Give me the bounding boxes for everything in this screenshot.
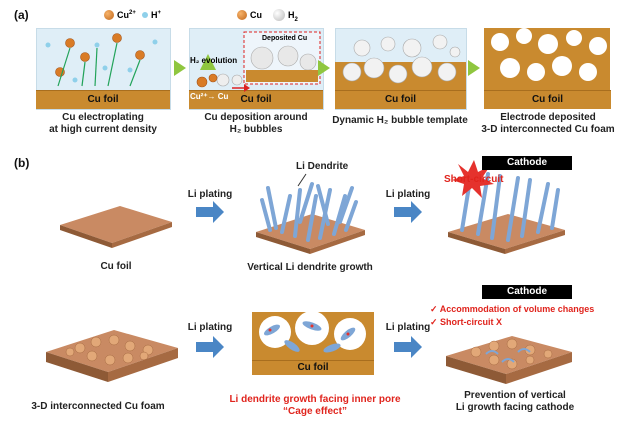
- dendrite-pointer: [297, 173, 307, 187]
- li-plating-arrow-2: [394, 201, 422, 223]
- cu-reaction-label: Cu²⁺→ Cu: [190, 92, 229, 101]
- process-arrow-2: [318, 60, 330, 76]
- li-plating-label-4: Li plating: [385, 322, 431, 333]
- h-ion-icon: [142, 12, 148, 18]
- cu-foil-1: Cu foil: [36, 90, 170, 109]
- benefit-volume: ✓ Accommodation of volume changes: [430, 304, 595, 314]
- li-plating-arrow-4: [394, 336, 422, 358]
- process-arrow-3: [468, 60, 480, 76]
- cathode-bar-2: Cathode: [482, 285, 572, 299]
- foam-texture: [65, 334, 154, 366]
- li-plating-arrow-1: [196, 201, 224, 223]
- cage-effect-caption: Li dendrite growth facing inner pore“Cag…: [229, 394, 401, 417]
- cu-foam-caption: 3-D interconnected Cu foam: [31, 401, 165, 412]
- li-plating-label-2: Li plating: [385, 189, 431, 200]
- deposited-cu-label: Deposited Cu: [262, 35, 308, 42]
- cu-foil-caption: Cu foil: [100, 261, 132, 272]
- cu-foam-structure: [484, 28, 610, 90]
- panel-a-tag: (a): [14, 8, 29, 22]
- panel-b-tag: (b): [14, 156, 30, 170]
- cu-atom-icon: [237, 10, 247, 20]
- prevention-slab-top: [446, 336, 572, 374]
- li-dendrite-label: Li Dendrite: [296, 161, 349, 172]
- step3-caption: Dynamic H₂ bubble template: [332, 115, 468, 126]
- short-circuit-base: [448, 214, 565, 249]
- process-arrow-1: [174, 60, 186, 76]
- h2-bubble-icon: [273, 9, 285, 21]
- h2-evolution-label: H₂ evolution: [190, 56, 238, 65]
- cu-foil-slab-top: [60, 206, 172, 243]
- cu-foil-4: Cu foil: [484, 90, 611, 109]
- cu-ion-icon: [104, 10, 114, 20]
- li-plating-label-3: Li plating: [187, 322, 233, 333]
- vertical-dendrite-caption: Vertical Li dendrite growth: [247, 262, 373, 273]
- cu-foil-3: Cu foil: [335, 90, 466, 109]
- cage-cu-foil: Cu foil: [252, 360, 374, 375]
- cathode-bar-1: Cathode: [482, 156, 572, 170]
- li-dendrites: [260, 182, 358, 242]
- dendrite-base: [256, 214, 365, 249]
- cage-dots: [268, 324, 350, 336]
- cu-foil-2: Cu foil: [189, 90, 323, 109]
- short-circuit-label: Short-circuit: [444, 174, 504, 185]
- contained-li: [485, 348, 531, 363]
- li-plating-arrow-3: [196, 336, 224, 358]
- li-plating-label-1: Li plating: [187, 189, 233, 200]
- cage-pores: [259, 311, 366, 350]
- cage-dendrites: [264, 321, 356, 353]
- cu-foam-slab-top: [46, 330, 178, 372]
- benefit-short-circuit: ✓ Short-circuit X: [430, 317, 503, 327]
